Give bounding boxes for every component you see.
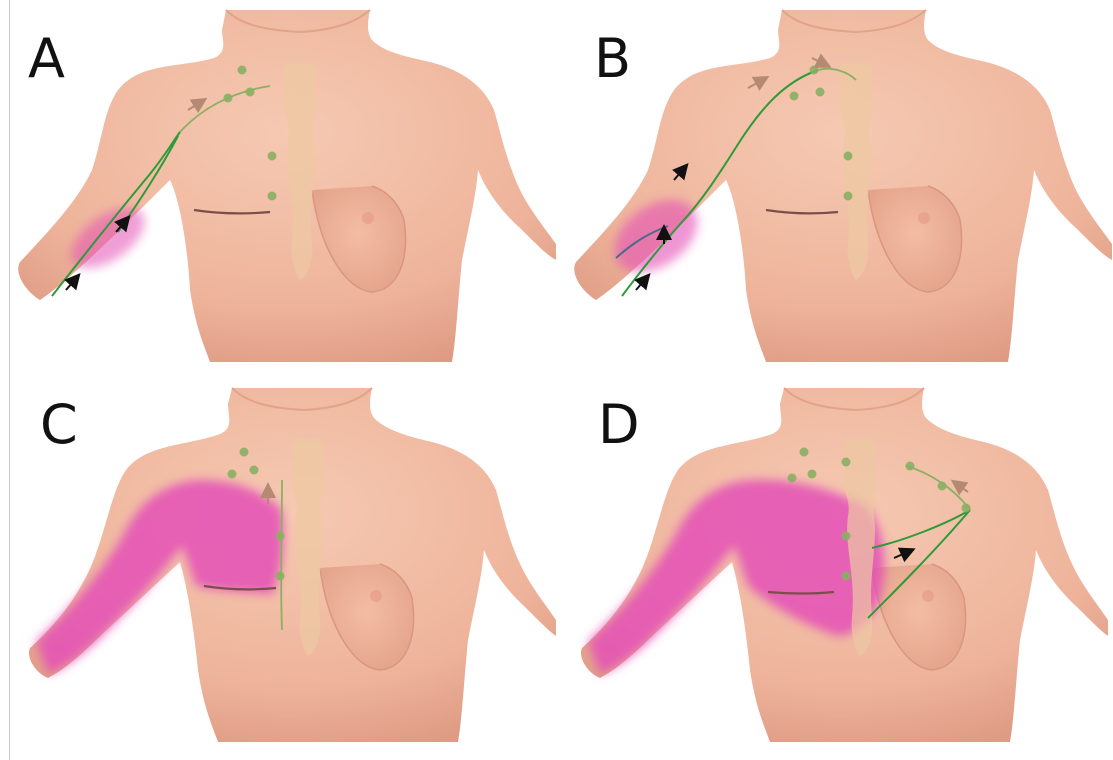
panel-c: C <box>0 380 556 760</box>
panel-d: D <box>556 380 1112 760</box>
panel-c-illustration <box>0 380 556 760</box>
panel-b: B <box>556 0 1112 380</box>
panel-label-d: D <box>598 398 640 452</box>
panel-label-c: C <box>40 398 78 452</box>
lymph-vessels <box>281 480 282 630</box>
panel-label-a: A <box>28 32 65 86</box>
panel-a: A <box>0 0 556 380</box>
panel-a-illustration <box>0 0 556 380</box>
torso <box>574 10 1112 362</box>
panel-label-b: B <box>594 32 631 86</box>
panel-b-illustration <box>556 0 1112 380</box>
torso <box>18 10 556 362</box>
